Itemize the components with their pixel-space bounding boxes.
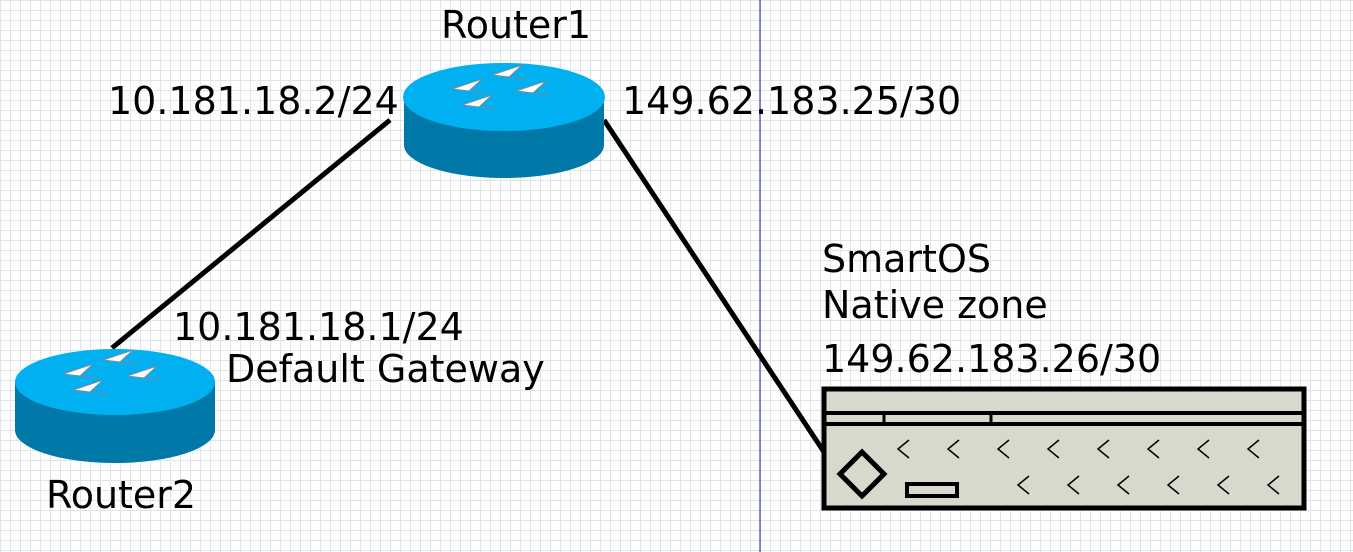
router-icon <box>403 63 605 178</box>
router2-name: Router2 <box>46 473 197 517</box>
router-icon <box>15 349 215 463</box>
link-router1-router2 <box>110 118 392 350</box>
link-router1-server <box>601 118 827 454</box>
server-appliance-icon <box>821 386 1307 511</box>
router1-right-ip: 149.62.183.25/30 <box>622 79 962 123</box>
router1-left-ip: 10.181.18.2/24 <box>108 79 399 123</box>
server-zone-label: Native zone <box>822 283 1048 327</box>
server-ip: 149.62.183.26/30 <box>822 337 1162 381</box>
server-os-label: SmartOS <box>822 237 991 281</box>
default-gateway-label: Default Gateway <box>226 347 545 391</box>
router1-name: Router1 <box>441 3 592 47</box>
router2-ip: 10.181.18.1/24 <box>173 305 464 349</box>
